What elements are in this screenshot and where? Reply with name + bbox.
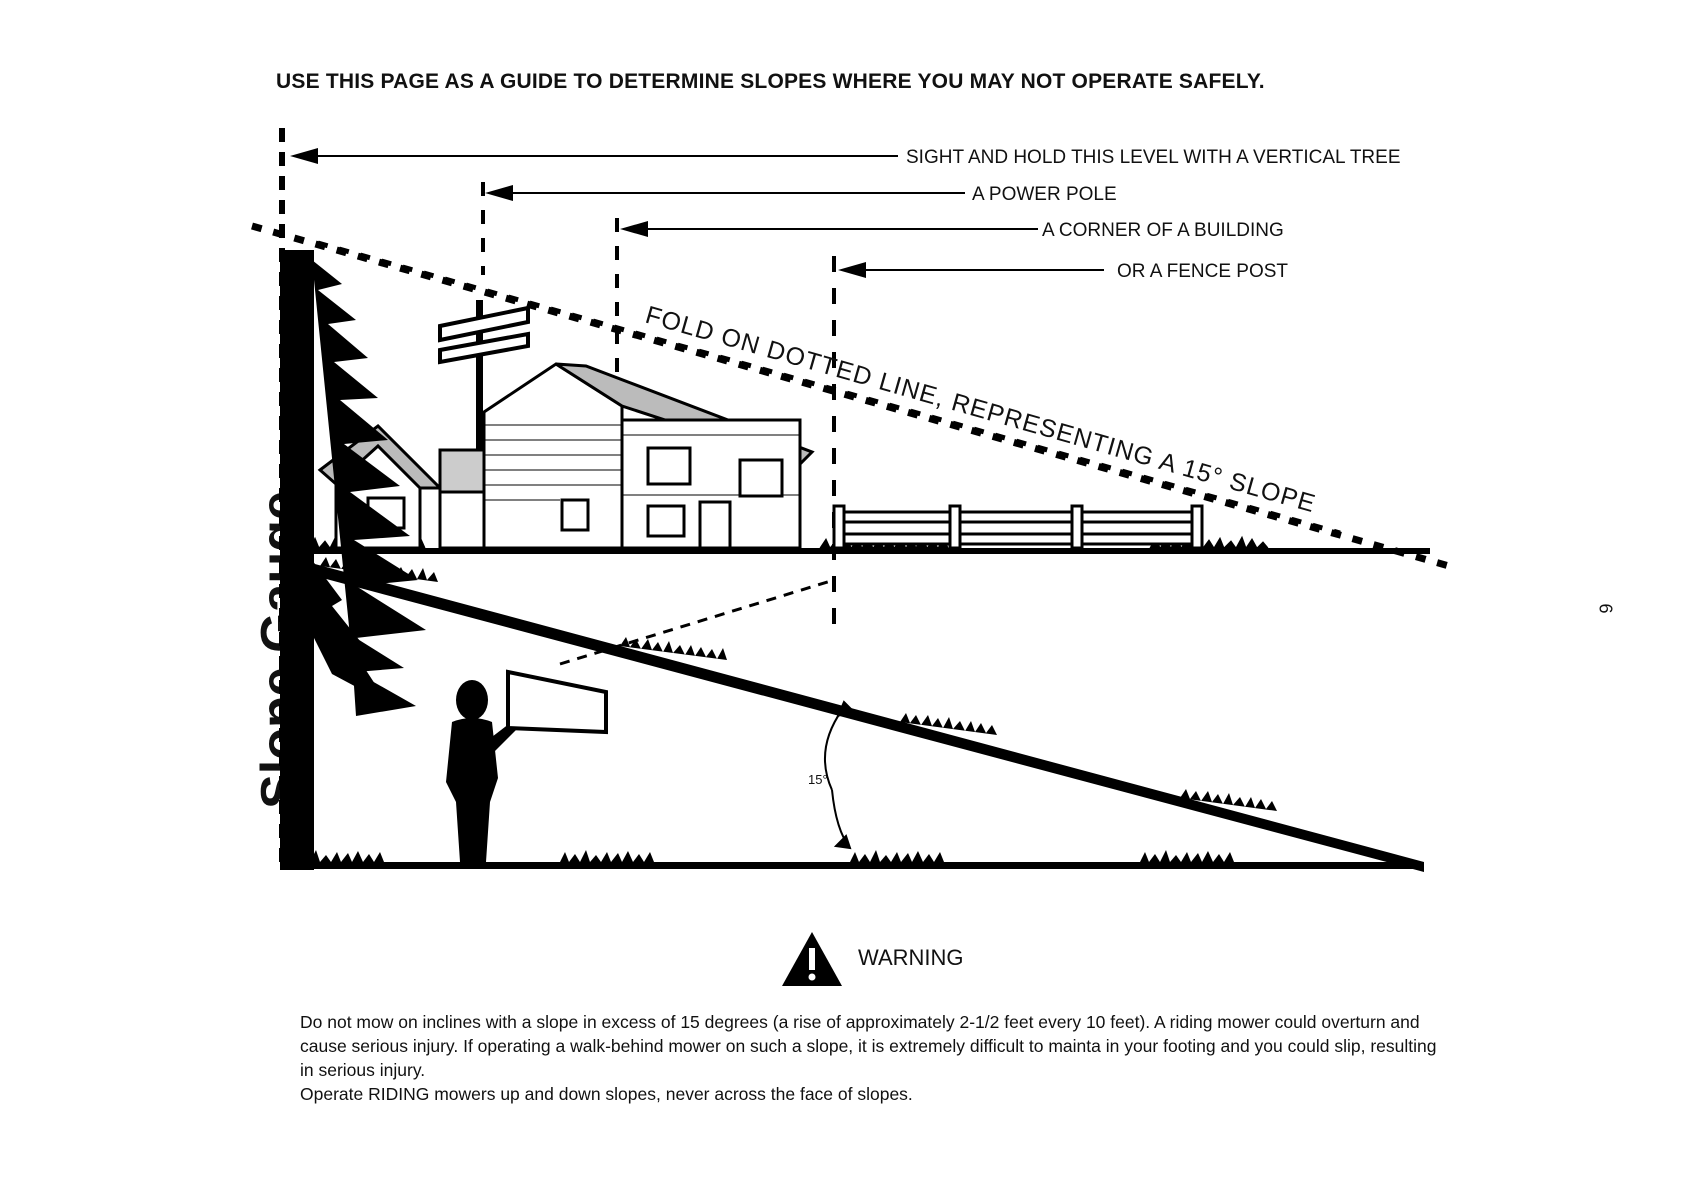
power-pole <box>438 300 530 548</box>
house-large <box>482 362 815 550</box>
person-silhouette <box>446 680 520 862</box>
house-siding <box>484 424 800 501</box>
warning-heading: WARNING <box>778 930 964 986</box>
sight-arrow-pole <box>485 185 965 201</box>
angle-label: 15° <box>808 772 828 787</box>
sight-arrow-building <box>620 221 1038 237</box>
slope-gauge-card <box>506 669 608 735</box>
evergreen-tree <box>280 250 426 870</box>
bottom-ground <box>280 850 1420 869</box>
page-header: USE THIS PAGE AS A GUIDE TO DETERMINE SL… <box>276 70 1265 93</box>
warning-icon <box>782 932 842 986</box>
slope-ground <box>300 557 1424 872</box>
fence <box>832 504 1204 550</box>
label-fence: OR A FENCE POST <box>1117 261 1288 282</box>
sight-arrow-fence <box>838 262 1104 278</box>
warning-paragraph-2: Operate RIDING mowers up and down slopes… <box>300 1084 913 1104</box>
warning-title: WARNING <box>858 945 964 970</box>
angle-indicator <box>823 700 854 850</box>
fold-dotted-line-inner <box>317 240 1341 536</box>
warning-body: Do not mow on inclines with a slope in e… <box>300 1010 1440 1106</box>
sight-line <box>559 578 835 666</box>
sight-arrow-tree <box>290 148 898 164</box>
label-tree: SIGHT AND HOLD THIS LEVEL WITH A VERTICA… <box>906 147 1401 168</box>
warning-paragraph: Do not mow on inclines with a slope in e… <box>300 1012 1437 1080</box>
label-building: A CORNER OF A BUILDING <box>1042 220 1284 241</box>
label-pole: A POWER POLE <box>972 184 1117 205</box>
